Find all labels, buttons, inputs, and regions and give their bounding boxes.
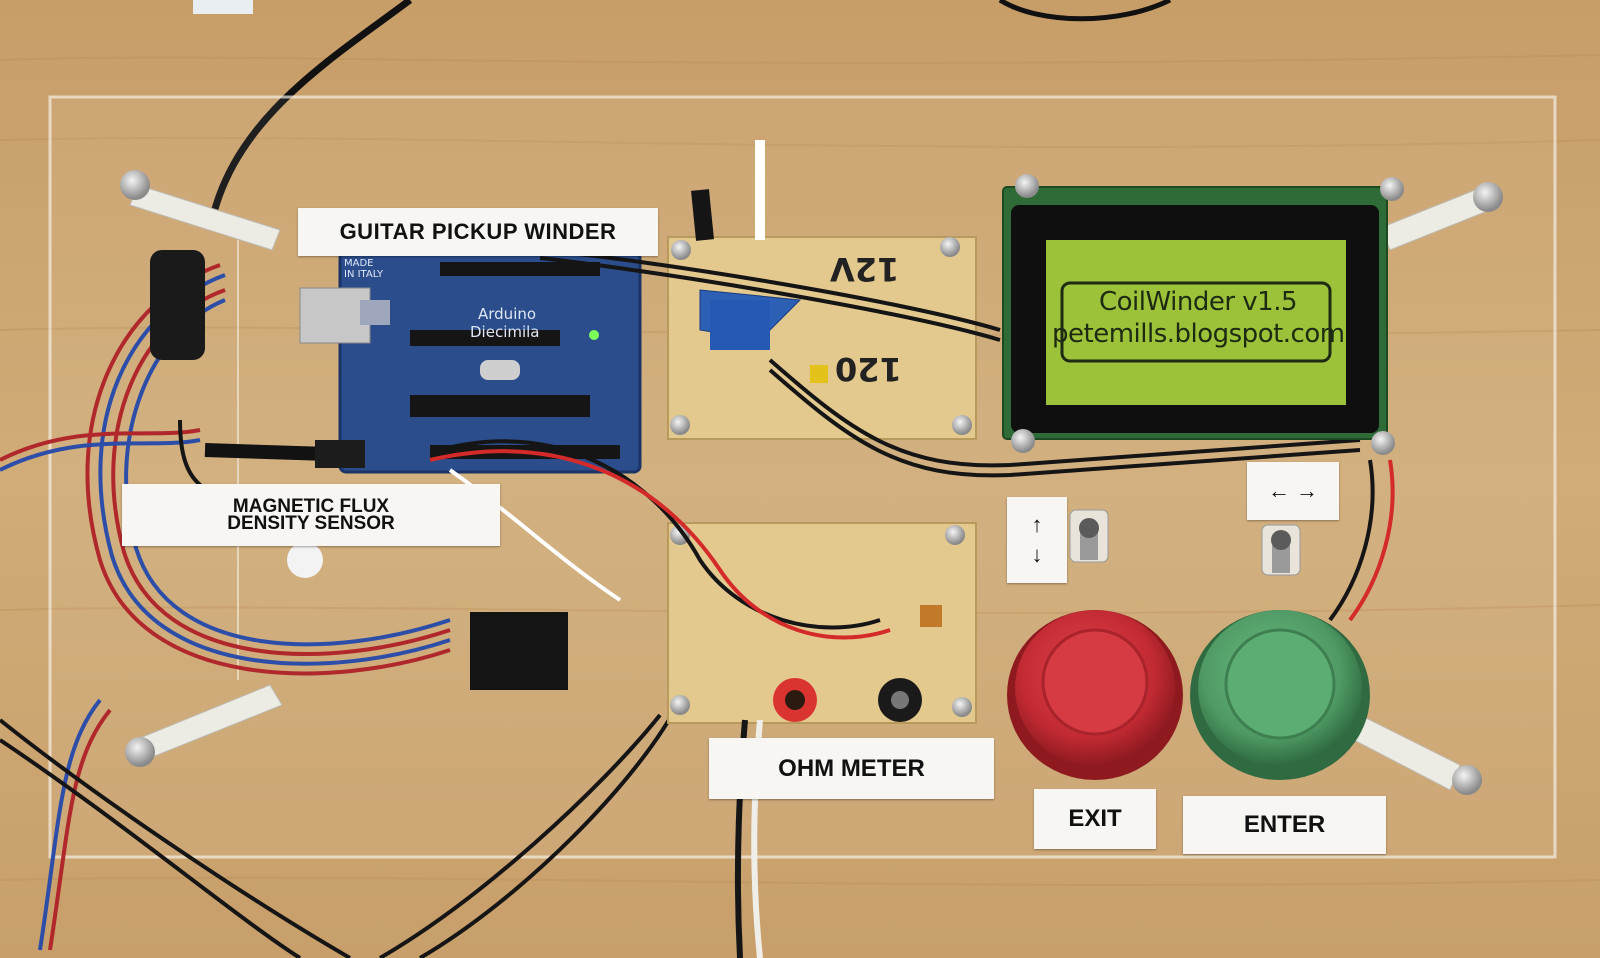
standoff bbox=[120, 170, 281, 251]
exit-label: EXIT bbox=[1034, 789, 1156, 849]
down-arrow-icon: ↓ bbox=[1031, 542, 1043, 567]
lcd-module bbox=[1002, 174, 1404, 455]
handwritten-note-2: 120 bbox=[835, 350, 902, 388]
arduino-model: Diecimila bbox=[470, 323, 540, 341]
left-right-arrow-icon: ← → bbox=[1267, 478, 1319, 503]
standoff bbox=[1349, 714, 1482, 795]
tape-label bbox=[193, 0, 253, 14]
cable-clip-white bbox=[287, 542, 323, 578]
cable bbox=[998, 0, 1172, 22]
enter-arcade-button bbox=[1190, 610, 1370, 780]
left-right-label: ← → bbox=[1247, 462, 1339, 520]
enter-label: ENTER bbox=[1183, 796, 1386, 854]
arduino-brand: Arduino bbox=[478, 305, 537, 323]
lcd-line-1: CoilWinder v1.5 bbox=[1098, 287, 1298, 317]
lcd-text: CoilWinder v1.5 petemills.blogspot.com bbox=[1052, 286, 1345, 350]
flux-sensor-label-line2: DENSITY SENSOR bbox=[227, 513, 395, 534]
lcd-line-2: petemills.blogspot.com bbox=[1052, 319, 1345, 349]
power-plug bbox=[315, 440, 365, 468]
binding-post-black bbox=[878, 678, 922, 722]
up-down-label: ↑ ↓ bbox=[1007, 497, 1067, 583]
lcd-frame bbox=[1060, 281, 1332, 363]
ohm-meter-label: OHM METER bbox=[709, 738, 994, 799]
toggle-switch-leftright bbox=[1261, 524, 1301, 576]
title-label: GUITAR PICKUP WINDER bbox=[298, 208, 658, 256]
flux-sensor-label-line1: MAGNETIC FLUX bbox=[232, 496, 390, 517]
perfboard-top bbox=[667, 236, 977, 440]
perfboard-bottom bbox=[667, 522, 977, 724]
binding-post-red bbox=[773, 678, 817, 722]
arduino-origin: MADE IN ITALY bbox=[344, 258, 384, 280]
lcd-screen bbox=[1046, 240, 1346, 405]
toggle-switch-updown bbox=[1069, 509, 1109, 563]
flux-sensor-label: MAGNETIC FLUX DENSITY SENSOR bbox=[122, 484, 500, 546]
handwritten-note-1: 12V bbox=[830, 250, 900, 288]
ferrite-core bbox=[150, 250, 205, 360]
up-arrow-icon: ↑ bbox=[1031, 512, 1043, 537]
standoff bbox=[125, 684, 283, 767]
arduino-board bbox=[299, 250, 642, 474]
exit-arcade-button bbox=[1007, 610, 1183, 780]
cable-clip bbox=[470, 612, 568, 690]
